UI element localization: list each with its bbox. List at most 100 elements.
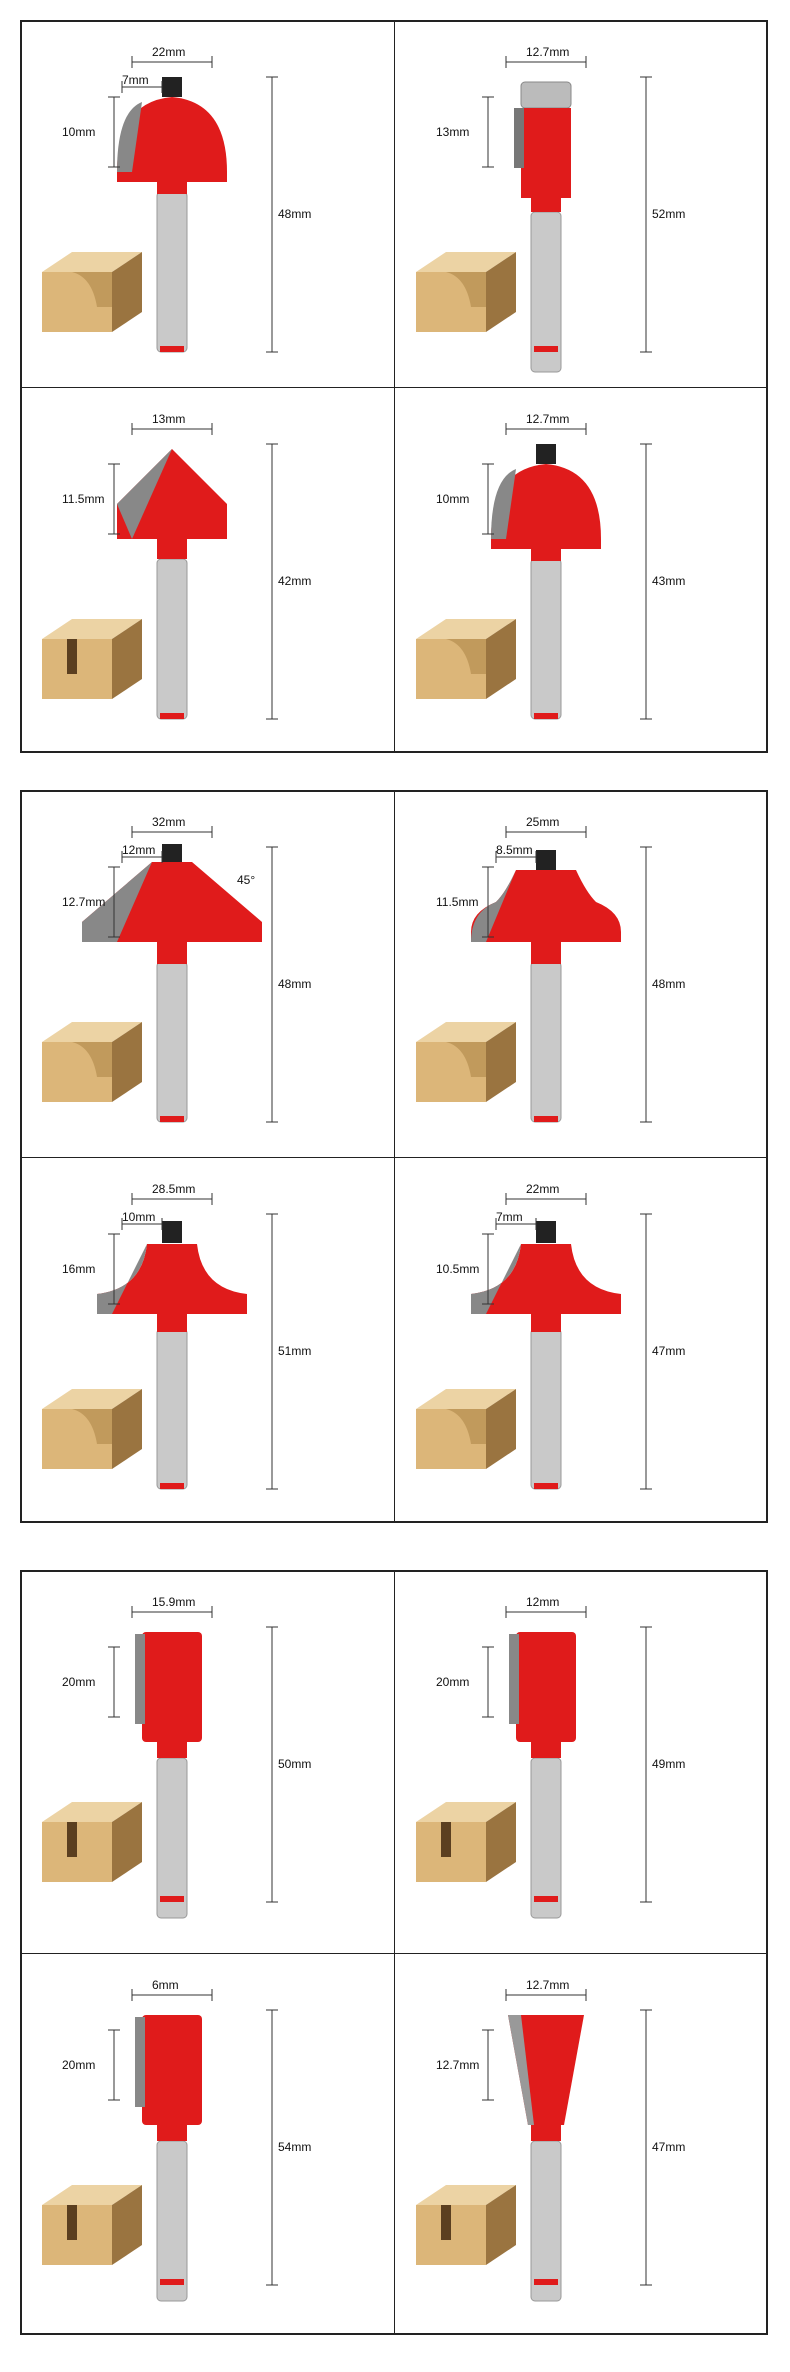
width-label: 25mm — [526, 815, 560, 829]
router-bit-icon — [509, 1632, 576, 1919]
shank-icon — [530, 558, 562, 719]
product-cell: 32mm 12mm 12.7mm 48mm 45° — [22, 792, 394, 1155]
width-label: 12.7mm — [526, 1977, 570, 1992]
router-bit-icon — [82, 844, 262, 1123]
diagram-svg — [42, 422, 278, 719]
depth-label: 16mm — [62, 1261, 96, 1276]
router-bit-icon — [508, 2014, 584, 2301]
router-bit-icon — [471, 1220, 621, 1489]
product-cell: 13mm 11.5mm 42mm — [22, 389, 394, 752]
width-label: 22mm — [152, 45, 186, 59]
router-bit-icon — [117, 448, 227, 719]
wood-sample-icon — [42, 618, 142, 699]
router-bit-icon — [135, 2014, 202, 2301]
depth-label: 20mm — [436, 1675, 470, 1689]
offset-label: 8.5mm — [496, 843, 533, 857]
shank-icon — [156, 1328, 188, 1489]
wood-sample-icon — [42, 1022, 142, 1102]
wood-sample-icon — [416, 1802, 516, 1882]
shank-icon — [530, 1328, 562, 1489]
wood-sample-icon — [42, 2184, 142, 2265]
length-label: 47mm — [652, 2139, 686, 2154]
length-label: 48mm — [652, 977, 686, 991]
diagram-svg — [416, 826, 652, 1123]
shank-icon — [530, 2140, 562, 2301]
angle-label: 45° — [237, 873, 256, 887]
router-bit-icon — [471, 850, 621, 1123]
length-label: 49mm — [652, 1757, 686, 1771]
width-label: 12.7mm — [526, 411, 570, 426]
diagram-svg — [416, 1192, 652, 1489]
depth-label: 11.5mm — [436, 895, 479, 909]
shank-icon — [156, 191, 188, 353]
width-label: 15.9mm — [152, 1595, 196, 1609]
offset-label: 12mm — [122, 843, 156, 857]
product-cell: 12mm 20mm 49mm — [396, 1572, 768, 1951]
divider-h — [22, 1952, 766, 1954]
router-bit-icon — [135, 1632, 202, 1919]
wood-sample-icon — [42, 1388, 142, 1469]
router-bit-icon — [514, 81, 572, 373]
length-label: 42mm — [278, 573, 312, 588]
diagram-svg — [42, 826, 278, 1123]
shank-icon — [530, 961, 562, 1123]
length-label: 48mm — [278, 207, 312, 221]
offset-label: 10mm — [122, 1209, 156, 1224]
divider-h — [22, 386, 766, 388]
width-label: 12.7mm — [526, 45, 570, 59]
product-cell: 25mm 8.5mm 11.5mm 48mm — [396, 792, 768, 1155]
depth-label: 20mm — [62, 2057, 96, 2072]
diagram-svg — [416, 422, 652, 719]
product-cell: 6mm 20mm 54mm — [22, 1955, 394, 2334]
shank-icon — [156, 2140, 188, 2301]
divider-h — [22, 1156, 766, 1158]
depth-label: 11.5mm — [62, 491, 105, 506]
width-label: 13mm — [152, 411, 186, 426]
shank-icon — [530, 1757, 562, 1919]
depth-label: 10.5mm — [436, 1261, 480, 1276]
diagram-svg — [42, 56, 278, 353]
depth-label: 13mm — [436, 125, 470, 139]
width-label: 6mm — [152, 1977, 179, 1992]
shank-icon — [156, 558, 188, 719]
width-label: 12mm — [526, 1595, 560, 1609]
depth-label: 10mm — [62, 125, 96, 139]
wood-sample-icon — [416, 1022, 516, 1102]
offset-label: 7mm — [122, 73, 149, 87]
product-cell: 12.7mm 12.7mm 47mm — [396, 1955, 768, 2334]
diagram-svg — [416, 1988, 652, 2301]
depth-label: 12.7mm — [62, 895, 106, 909]
wood-sample-icon — [416, 252, 516, 332]
diagram-svg — [416, 56, 652, 373]
wood-sample-icon — [42, 252, 142, 332]
diagram-svg — [42, 1988, 278, 2301]
router-bit-icon — [117, 77, 227, 353]
diagram-svg — [42, 1192, 278, 1489]
length-label: 52mm — [652, 207, 686, 221]
shank-icon — [156, 961, 188, 1123]
length-label: 43mm — [652, 573, 686, 588]
width-label: 32mm — [152, 815, 186, 829]
product-cell: 12.7mm 13mm 52mm — [396, 22, 768, 385]
router-bit-icon — [97, 1220, 247, 1489]
diagram-svg — [416, 1606, 652, 1919]
wood-sample-icon — [416, 2184, 516, 2265]
depth-label: 20mm — [62, 1675, 96, 1689]
depth-label: 12.7mm — [436, 2057, 480, 2072]
product-cell: 15.9mm 20mm 50mm — [22, 1572, 394, 1951]
wood-sample-icon — [42, 1802, 142, 1882]
length-label: 50mm — [278, 1757, 312, 1771]
wood-sample-icon — [416, 1388, 516, 1469]
length-label: 51mm — [278, 1343, 312, 1358]
shank-icon — [156, 1757, 188, 1919]
length-label: 54mm — [278, 2139, 312, 2154]
router-bit-icon — [491, 443, 601, 719]
offset-label: 7mm — [496, 1209, 523, 1224]
length-label: 48mm — [278, 977, 312, 991]
wood-sample-icon — [416, 618, 516, 699]
length-label: 47mm — [652, 1343, 686, 1358]
